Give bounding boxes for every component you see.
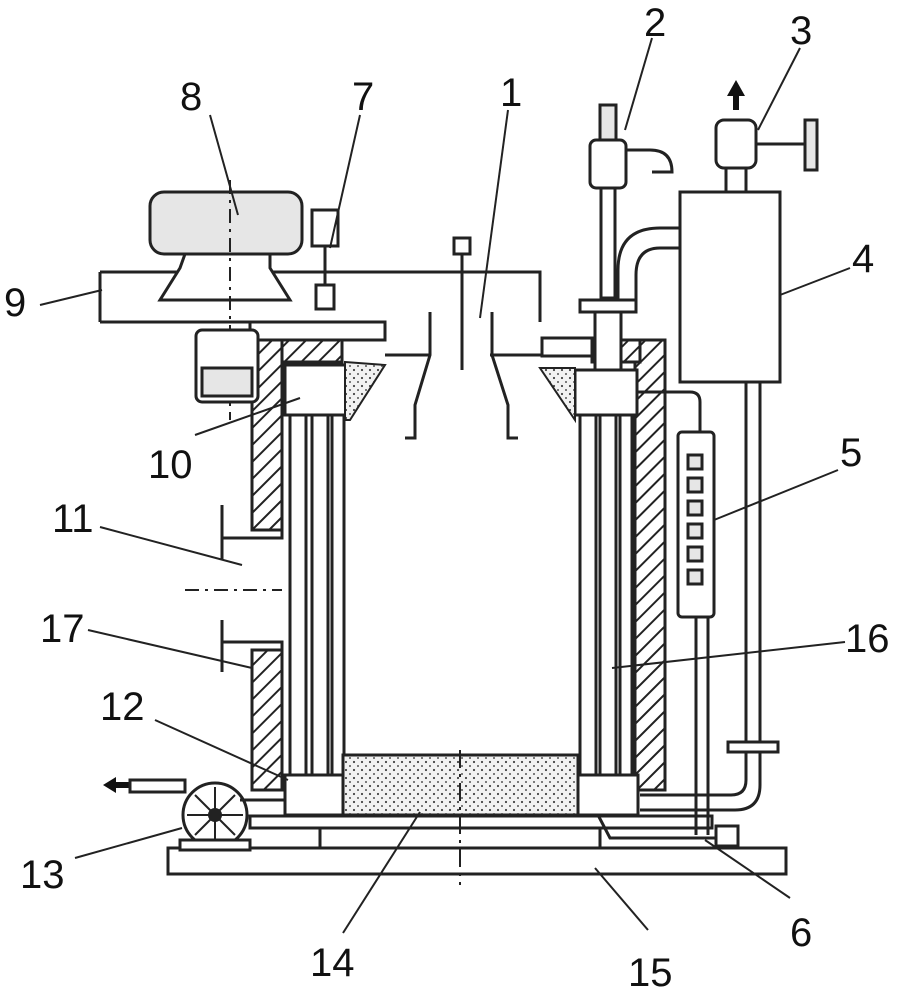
fan-motor (148, 190, 304, 256)
top-header-right (573, 368, 639, 417)
bottom-header-right (576, 773, 640, 817)
feed-pump-spokes (187, 787, 243, 843)
pump-base (178, 838, 252, 852)
blowdown-pipe (596, 814, 700, 840)
left-refractory-cone (344, 360, 387, 421)
label-1: 1 (500, 71, 522, 115)
gauge-windows (686, 453, 704, 586)
label-4: 4 (852, 237, 874, 281)
steam-out-arrow-icon (727, 80, 745, 110)
top-cover-plate (248, 320, 387, 342)
feed-inlet-pipe (128, 778, 187, 794)
downcomer-flange (726, 740, 780, 754)
thermometer-head (452, 236, 472, 256)
bottom-frame (248, 814, 714, 830)
leader-lines (39, 37, 851, 934)
label-7: 7 (352, 75, 374, 119)
sight-port-left (405, 312, 432, 440)
top-header-left (283, 363, 349, 417)
top-cover-right (540, 336, 594, 358)
valve-neck (724, 166, 748, 194)
steam-pipe-outer (616, 226, 680, 300)
label-3: 3 (790, 9, 812, 53)
bottom-header-left (283, 773, 345, 817)
header-riser (593, 310, 623, 372)
fan-housing (157, 252, 293, 302)
top-left-insulation (280, 338, 344, 364)
safety-valve-outlet (626, 148, 674, 174)
right-water-tubes (578, 413, 634, 777)
right-refractory-cone (538, 367, 576, 424)
flue-outlet (222, 530, 284, 650)
label-16: 16 (845, 617, 890, 661)
left-insulation-wall-lower (250, 648, 284, 792)
label-10: 10 (148, 443, 193, 487)
upper-flange (578, 298, 638, 314)
left-water-tubes (288, 413, 346, 777)
label-9: 9 (4, 281, 26, 325)
label-14: 14 (310, 941, 355, 985)
label-2: 2 (644, 1, 666, 45)
safety-valve-pipe (599, 186, 617, 300)
label-8: 8 (180, 75, 202, 119)
right-insulation-wall (633, 338, 667, 792)
safety-valve-cap (598, 103, 618, 142)
feed-water-arrow-icon (103, 777, 130, 793)
blowdown-valve (714, 824, 740, 848)
label-13: 13 (20, 853, 65, 897)
steam-separator (678, 190, 782, 384)
label-12: 17 (40, 607, 85, 651)
label-15: 15 (628, 951, 673, 995)
label-5: 5 (840, 431, 862, 475)
valve-handwheel (803, 118, 819, 172)
label-6: 6 (790, 911, 812, 955)
sight-port-right (490, 312, 518, 440)
label-11: 11 (52, 497, 94, 541)
safety-valve-body (588, 138, 628, 190)
gauge-upper-connection (637, 390, 702, 432)
steam-pipe-inner (634, 246, 680, 300)
label-12b: 12 (100, 685, 145, 729)
burner-inner (200, 366, 254, 398)
return-pipe-inner (640, 770, 762, 812)
return-pipe-outer (640, 770, 748, 797)
base-plate (166, 846, 788, 876)
damper-blade (314, 283, 336, 311)
main-steam-valve-body (714, 118, 758, 170)
